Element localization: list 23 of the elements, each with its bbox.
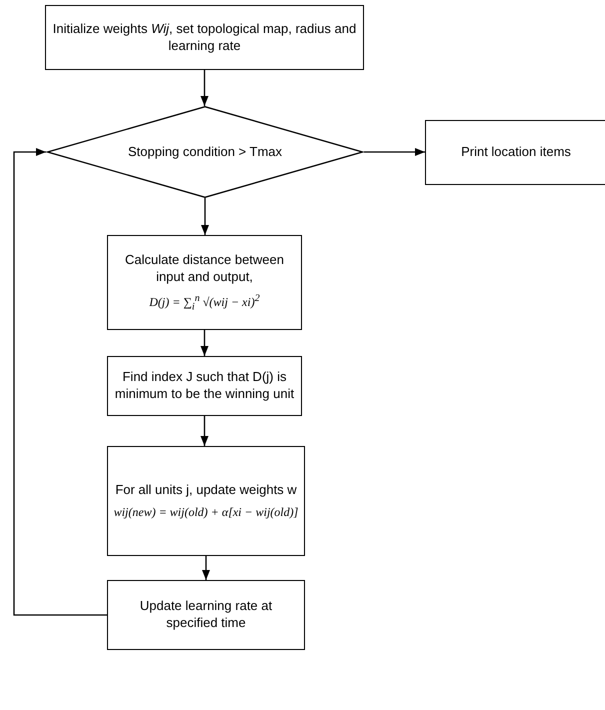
node-text: Find index J such that D(j) is minimum to be the winning unit (114, 369, 296, 403)
arrow (201, 198, 209, 235)
arrow (13, 148, 107, 616)
node-text: Initialize weights Wij, set topological map, radius and learning rate (52, 20, 358, 54)
decision-diamond (46, 106, 364, 198)
arrow (200, 70, 208, 106)
node-text: Print location items (460, 144, 572, 161)
process-box (107, 446, 305, 556)
process-box (107, 356, 302, 416)
arrow (200, 330, 208, 356)
node-text: Update learning rate at specified time (138, 598, 274, 632)
process-box (45, 5, 364, 70)
node-text: Stopping condition > Tmax (126, 144, 284, 160)
arrow (200, 416, 208, 446)
arrow (364, 148, 425, 156)
formula: D(j) = ∑$_{i}$$^{n}$ √(wij − xi)$^{2}$ (148, 292, 261, 314)
node-text: Calculate distance between input and output, (124, 252, 285, 286)
output-box (425, 120, 605, 185)
process-box (107, 580, 305, 650)
process-box (107, 235, 302, 330)
arrow (202, 556, 210, 580)
formula: wij(new) = wij(old) + α[xi − wij(old)] (112, 504, 300, 520)
node-text: For all units j, update weights w (114, 482, 298, 499)
